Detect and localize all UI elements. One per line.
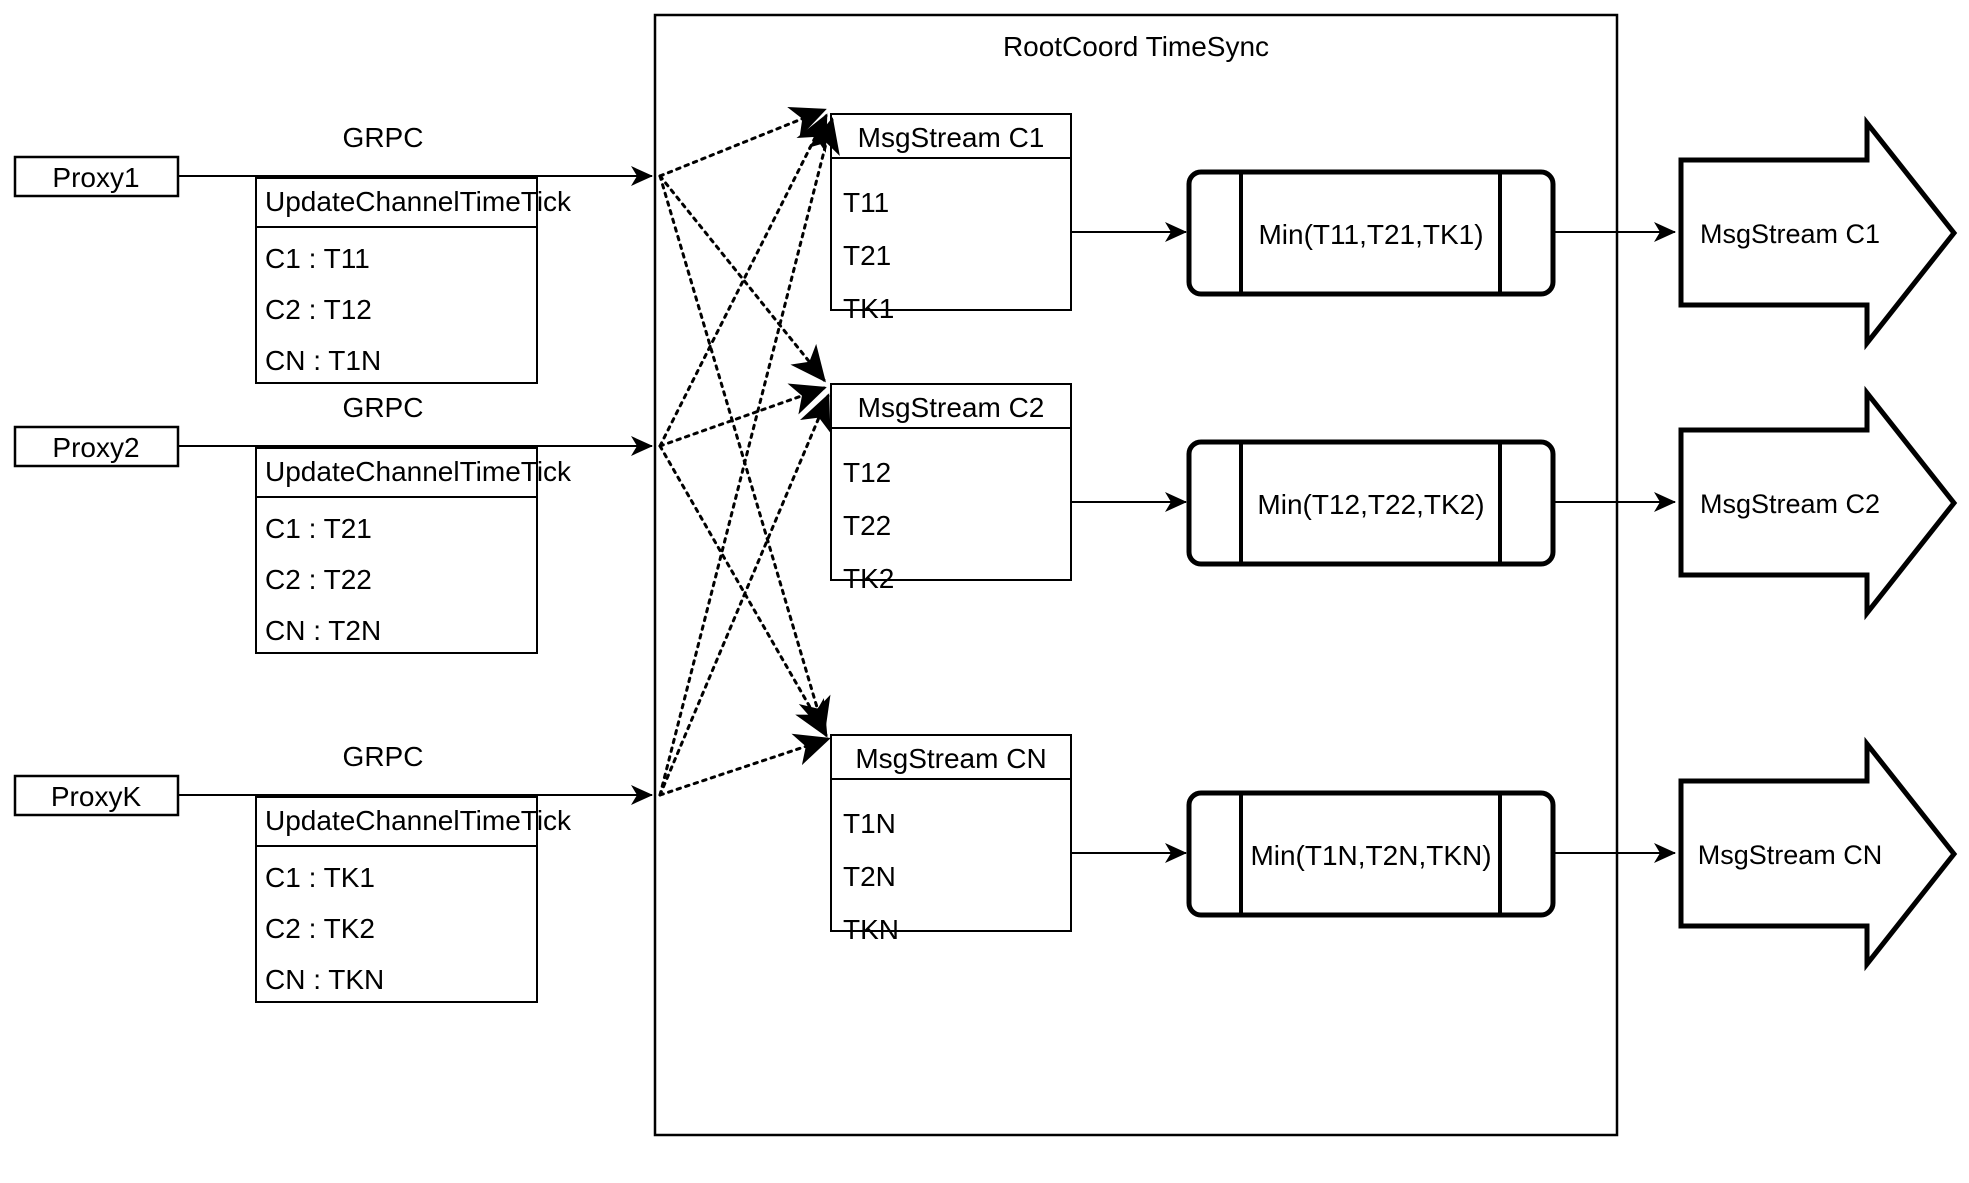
msgstream-box-3 [830, 734, 1072, 932]
timetick-dispatch-links [658, 107, 840, 797]
rpc-box-1 [255, 177, 538, 384]
msgstream-box-2 [830, 383, 1072, 581]
output-label-3: MsgStream CN [1697, 840, 1883, 870]
grpc-label-2: GRPC [342, 392, 424, 423]
msgstream-title-1: MsgStream C1 [857, 122, 1045, 153]
msgstream-item-3-1: T2N [843, 861, 896, 892]
msgstream-item-2-1: T22 [843, 510, 892, 541]
proxy-box-1 [13, 155, 180, 198]
dispatch-link-p2-cn [658, 444, 828, 738]
dispatch-link-p1-cn [658, 174, 831, 734]
rpc-entry-1-1: C2 : T12 [265, 294, 372, 325]
proxy-label-3: ProxyK [50, 781, 142, 812]
container-title: RootCoord TimeSync [1002, 31, 1270, 62]
proxy-box-3 [13, 774, 180, 817]
rpc-title-1: UpdateChannelTimeTick [265, 186, 572, 217]
rpc-entry-2-1: C2 : T22 [265, 564, 372, 595]
output-label-1: MsgStream C1 [1699, 219, 1881, 249]
rpc-title-3: UpdateChannelTimeTick [265, 805, 572, 836]
msgstream-item-1-2: TK1 [843, 293, 895, 324]
proxy-label-2: Proxy2 [52, 432, 140, 463]
msgstream-item-3-0: T1N [843, 808, 896, 839]
rpc-box-2 [255, 447, 538, 654]
proxy-label-1: Proxy1 [52, 162, 140, 193]
output-arrow-2 [1678, 385, 1958, 621]
min-label-3: Min(T1N,T2N,TKN) [1250, 840, 1492, 871]
dispatch-link-pk-c2 [658, 393, 831, 797]
dispatch-link-p2-c1 [658, 113, 828, 448]
rpc-box-3 [255, 796, 538, 1003]
msgstream-item-1-1: T21 [843, 240, 892, 271]
msgstream-box-1 [830, 113, 1072, 311]
output-arrow-1 [1678, 115, 1958, 351]
rpc-entry-2-0: C1 : T21 [265, 513, 372, 544]
msgstream-item-2-0: T12 [843, 457, 892, 488]
grpc-label-3: GRPC [342, 741, 424, 772]
rpc-entry-3-0: C1 : TK1 [265, 862, 375, 893]
min-label-1: Min(T11,T21,TK1) [1258, 219, 1484, 250]
grpc-label-1: GRPC [342, 122, 424, 153]
output-label-2: MsgStream C2 [1699, 489, 1881, 519]
rpc-entry-3-2: CN : TKN [265, 964, 385, 995]
msgstream-title-2: MsgStream C2 [857, 392, 1045, 423]
dispatch-link-p2-c2 [658, 383, 827, 448]
rpc-entry-3-1: C2 : TK2 [265, 913, 375, 944]
min-label-2: Min(T12,T22,TK2) [1257, 489, 1485, 520]
msgstream-item-3-2: TKN [843, 914, 899, 945]
rpc-entry-2-2: CN : T2N [265, 615, 382, 646]
rpc-title-2: UpdateChannelTimeTick [265, 456, 572, 487]
dispatch-link-p1-c2 [658, 174, 826, 383]
msgstream-title-3: MsgStream CN [855, 743, 1047, 774]
output-arrow-3 [1678, 736, 1958, 972]
rpc-entry-1-0: C1 : T11 [265, 243, 370, 274]
msgstream-item-2-2: TK2 [843, 563, 895, 594]
msgstream-item-1-0: T11 [843, 187, 890, 218]
dispatch-link-pk-cn [658, 733, 831, 797]
dispatch-link-pk-c1 [658, 117, 840, 797]
rpc-entry-1-2: CN : T1N [265, 345, 382, 376]
